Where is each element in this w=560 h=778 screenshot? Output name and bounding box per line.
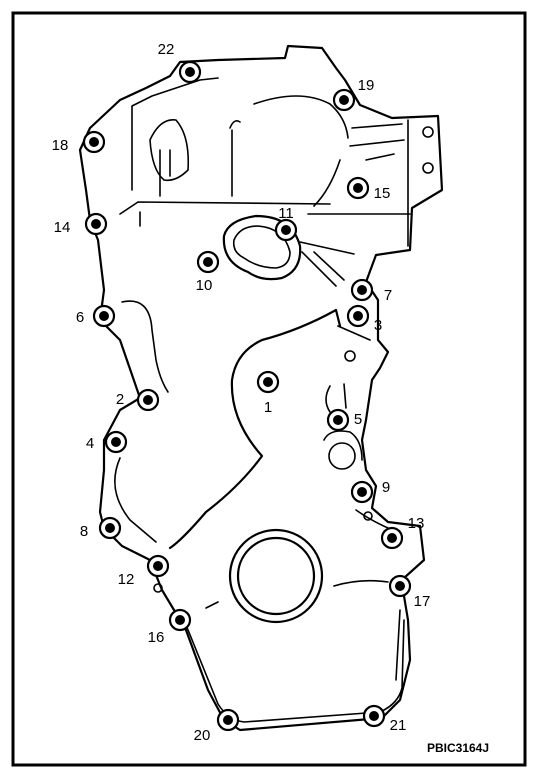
bolt-center	[111, 437, 121, 447]
left-upper-detail	[149, 119, 190, 197]
bolt-label-8: 8	[80, 523, 88, 540]
bolt-label-15: 15	[374, 185, 391, 202]
bolt-1: 1	[256, 370, 280, 416]
bolt-18: 18	[52, 130, 106, 154]
bolt-label-22: 22	[158, 41, 175, 58]
bolt-center	[105, 523, 115, 533]
bolt-19: 19	[332, 77, 375, 112]
bolt-label-21: 21	[390, 717, 407, 734]
bolt-center	[357, 285, 367, 295]
seal-bead	[205, 579, 389, 609]
bracket-hole-lower	[422, 162, 434, 174]
bolt-12: 12	[118, 554, 170, 588]
bolt-6: 6	[76, 304, 116, 328]
bolt-center	[185, 67, 195, 77]
bolt-8: 8	[80, 516, 122, 540]
oil-hole-lower	[328, 442, 356, 470]
bolt-label-18: 18	[52, 137, 69, 154]
bolt-label-1: 1	[264, 399, 272, 416]
bolt-center	[395, 581, 405, 591]
bolt-16: 16	[148, 608, 192, 646]
bolt-label-5: 5	[354, 411, 362, 428]
bolt-2: 2	[116, 388, 160, 412]
bolt-center	[263, 377, 273, 387]
bolt-label-4: 4	[86, 435, 94, 452]
right-mid-detail	[325, 325, 371, 413]
rib-right-of-boss	[299, 241, 355, 287]
right-upper-detail	[349, 123, 405, 161]
bolt-9: 9	[350, 479, 390, 504]
bolt-21: 21	[362, 704, 407, 734]
bolt-3: 3	[346, 304, 382, 334]
bracket-hole-upper	[422, 126, 434, 138]
bolt-7: 7	[350, 278, 392, 304]
bolt-15: 15	[346, 176, 391, 202]
bolt-center	[153, 561, 163, 571]
bolt-label-19: 19	[358, 77, 375, 94]
crankshaft-seal-inner	[236, 536, 316, 616]
sprocket-housing-arc	[253, 95, 349, 207]
diagram-frame	[11, 11, 527, 767]
bolt-center	[387, 533, 397, 543]
bolt-5: 5	[326, 408, 362, 432]
oil-hole-12	[153, 583, 163, 593]
bolt-label-6: 6	[76, 309, 84, 326]
bolt-label-9: 9	[382, 479, 390, 496]
oil-passage-boss	[222, 214, 302, 281]
center-rib	[168, 308, 342, 550]
bolt-label-11: 11	[278, 205, 294, 222]
bolt-center	[357, 487, 367, 497]
bolt-11: 11	[274, 205, 298, 242]
bolt-17: 17	[388, 574, 431, 610]
bolt-label-20: 20	[194, 727, 211, 744]
bolt-center	[99, 311, 109, 321]
bolt-label-14: 14	[54, 219, 71, 236]
cover-inner-edge	[119, 77, 411, 247]
bolt-22: 22	[158, 41, 202, 84]
bolt-label-7: 7	[384, 287, 392, 304]
bolt-center	[203, 257, 213, 267]
bolt-13: 13	[380, 515, 425, 550]
bolt-center	[91, 219, 101, 229]
bolt-label-10: 10	[196, 277, 213, 294]
bolt-20: 20	[194, 708, 240, 744]
bolt-center	[89, 137, 99, 147]
bolt-center	[143, 395, 153, 405]
bolt-center	[223, 715, 233, 725]
bolt-label-13: 13	[408, 515, 425, 532]
bolt-center	[369, 711, 379, 721]
bolt-label-17: 17	[414, 593, 431, 610]
bolt-4: 4	[86, 430, 128, 454]
bolt-center	[353, 311, 363, 321]
left-rib	[114, 300, 169, 543]
bolt-center	[175, 615, 185, 625]
bolt-14: 14	[54, 212, 108, 236]
bolt-label-3: 3	[374, 317, 382, 334]
bolt-center	[281, 225, 291, 235]
bolt-10: 10	[196, 250, 220, 294]
oil-hole-mid	[344, 350, 356, 362]
bolt-center	[353, 183, 363, 193]
bolt-label-16: 16	[148, 629, 165, 646]
crankshaft-seal-outer	[228, 528, 324, 624]
bolt-center	[339, 95, 349, 105]
bolt-center	[333, 415, 343, 425]
figure-code: PBIC3164J	[427, 741, 489, 755]
bolt-label-12: 12	[118, 571, 135, 588]
oil-hole-13	[363, 511, 373, 521]
bolt-label-2: 2	[116, 391, 124, 408]
oil-passage-inner	[232, 225, 291, 269]
